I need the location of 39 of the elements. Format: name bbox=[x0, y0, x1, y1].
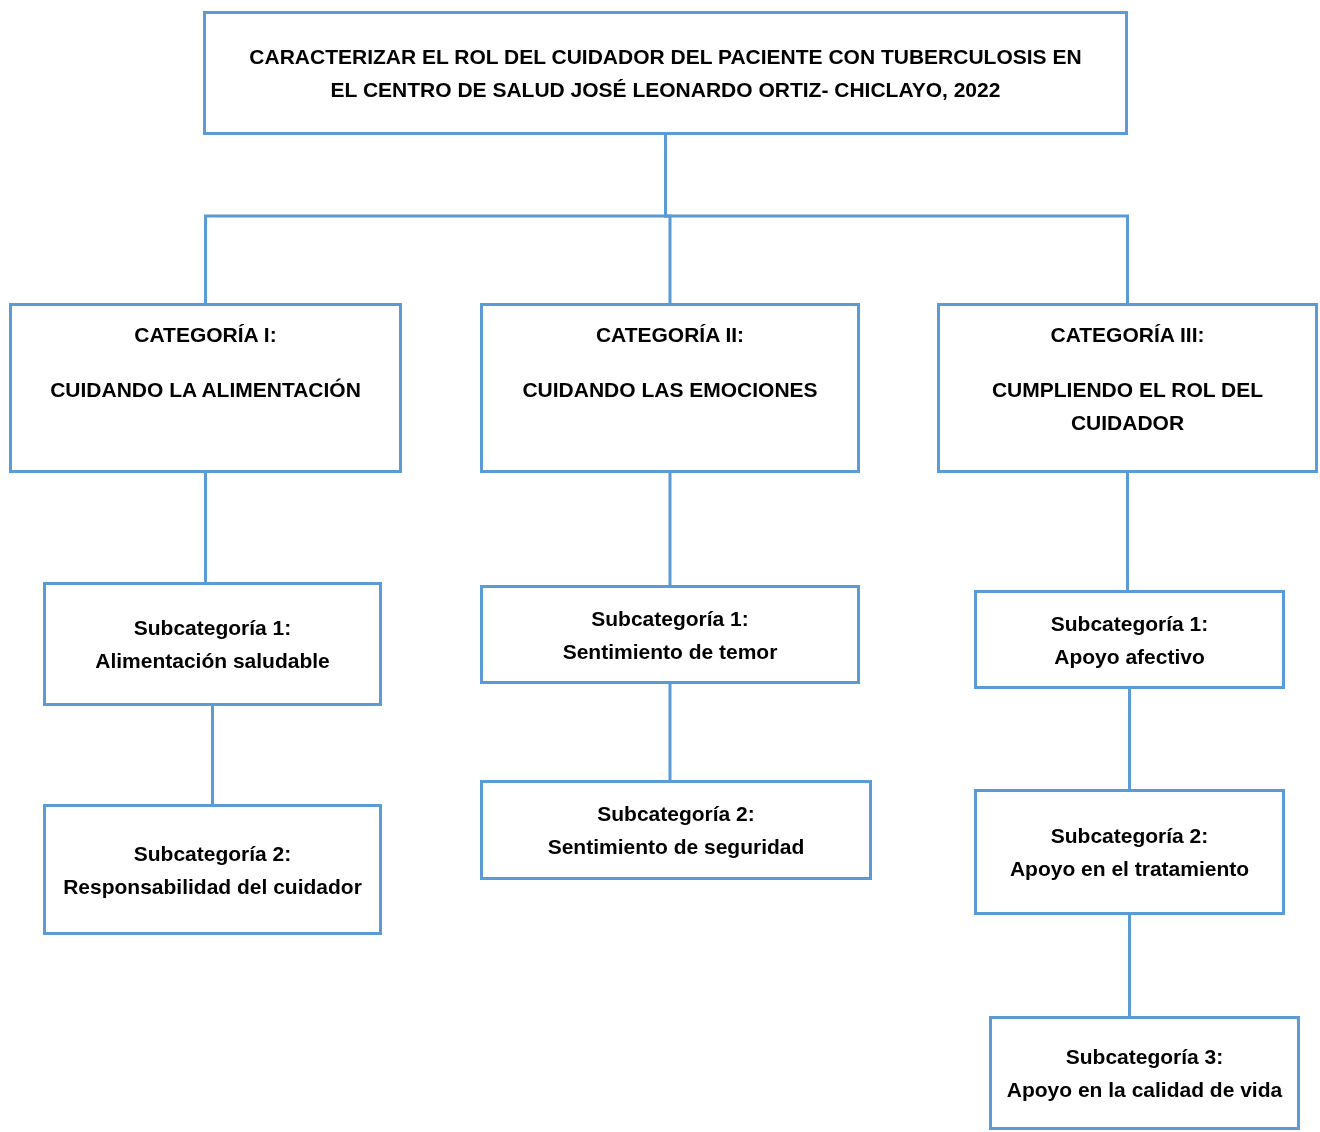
subcategory-box bbox=[43, 804, 382, 935]
connector-line bbox=[1128, 915, 1131, 1016]
box-heading: CATEGORÍA I: bbox=[134, 322, 277, 348]
box-text: Apoyo en la calidad de vida bbox=[1006, 1077, 1283, 1103]
box-heading: Subcategoría 2: bbox=[597, 801, 755, 827]
box-text: Sentimiento de seguridad bbox=[547, 834, 805, 860]
category-box bbox=[480, 303, 860, 473]
box-heading: CATEGORÍA II: bbox=[595, 322, 745, 348]
box-heading: CATEGORÍA III: bbox=[1050, 322, 1205, 348]
category-box bbox=[937, 303, 1318, 473]
box-text: Sentimiento de temor bbox=[562, 638, 778, 665]
connector-line bbox=[1126, 473, 1129, 590]
box-text: Apoyo afectivo bbox=[1054, 643, 1205, 670]
box-heading: Subcategoría 1: bbox=[133, 615, 292, 641]
subcategory-box bbox=[974, 789, 1285, 915]
box-text: CUIDANDO LAS EMOCIONES bbox=[522, 377, 818, 403]
box-text: Responsabilidad del cuidador bbox=[63, 873, 362, 900]
box-text: CUIDANDO LA ALIMENTACIÓN bbox=[50, 377, 361, 403]
box-text: CUMPLIENDO EL ROL DEL CUIDADOR bbox=[990, 377, 1265, 436]
connector-line bbox=[668, 473, 672, 585]
box-text: Apoyo en el tratamiento bbox=[1009, 856, 1250, 882]
box-text: Alimentación saludable bbox=[95, 648, 330, 674]
connector-line bbox=[204, 473, 207, 582]
connector-line bbox=[1128, 689, 1131, 789]
title-box bbox=[203, 11, 1128, 135]
box-heading: Subcategoría 1: bbox=[1050, 610, 1209, 637]
category-box bbox=[9, 303, 402, 473]
connector-line bbox=[211, 706, 214, 804]
subcategory-box bbox=[43, 582, 382, 706]
subcategory-box bbox=[480, 780, 872, 880]
connector-line bbox=[668, 684, 672, 780]
subcategory-box bbox=[480, 585, 860, 684]
box-heading: Subcategoría 1: bbox=[591, 605, 749, 632]
box-heading: CARACTERIZAR EL ROL DEL CUIDADOR DEL PACIENTE CON TUBERCULOSIS EN EL CENTRO DE SALUD JOSÉ LEONARDO ORTIZ- CHICLAYO, 2022 bbox=[248, 44, 1083, 103]
subcategory-box bbox=[989, 1016, 1300, 1130]
box-heading: Subcategoría 3: bbox=[1065, 1044, 1224, 1070]
subcategory-box bbox=[974, 590, 1285, 689]
box-heading: Subcategoría 2: bbox=[133, 840, 292, 867]
box-heading: Subcategoría 2: bbox=[1050, 823, 1209, 849]
